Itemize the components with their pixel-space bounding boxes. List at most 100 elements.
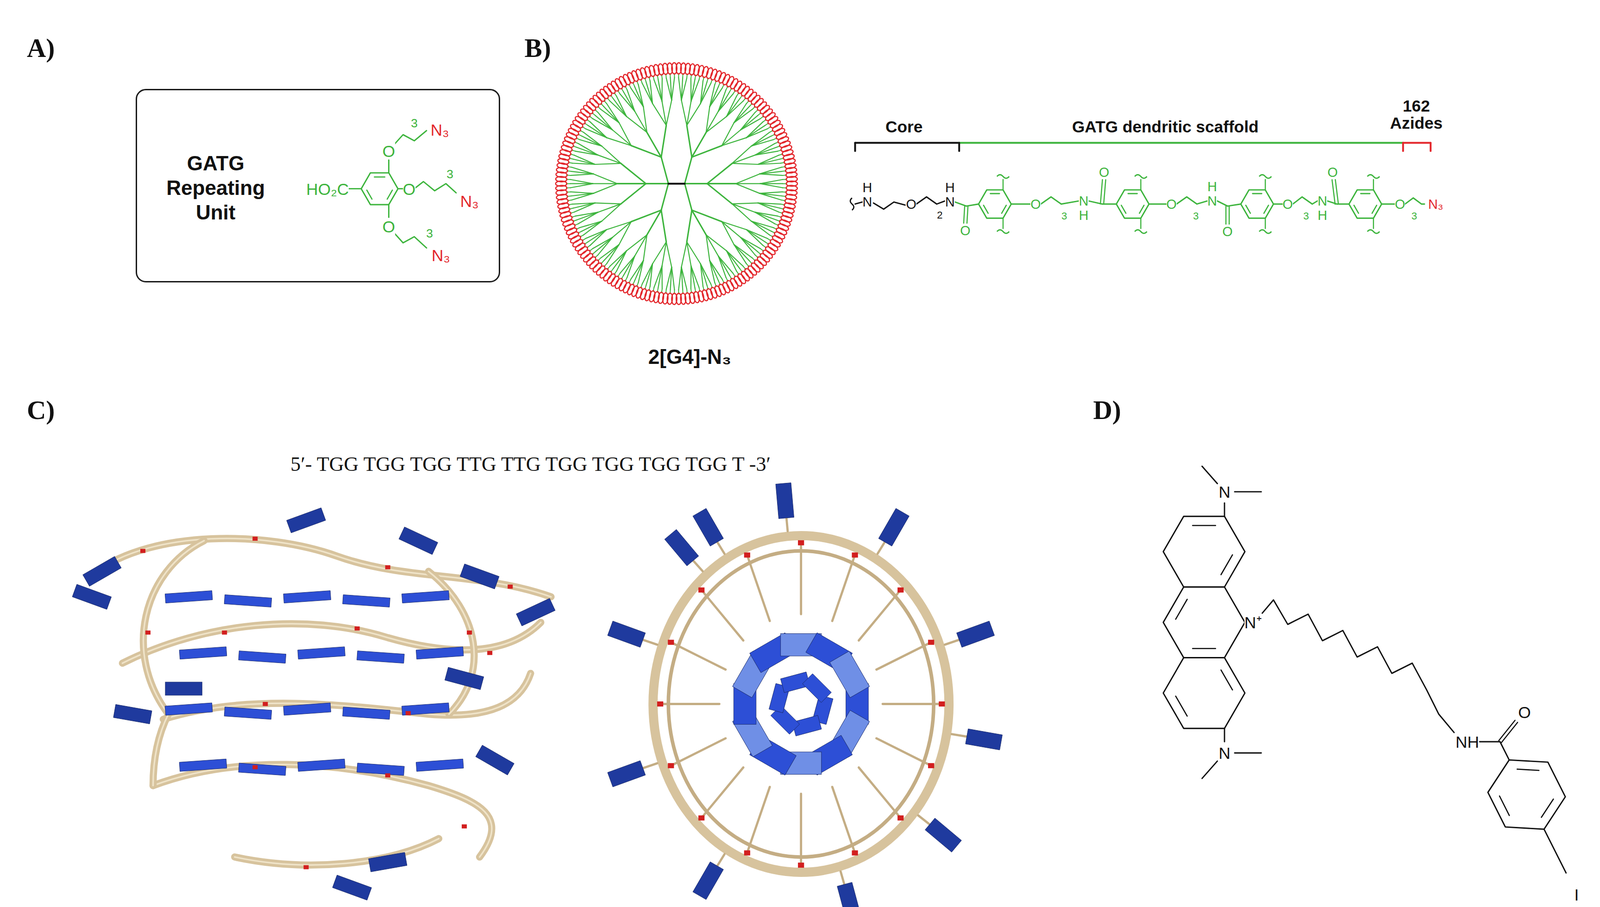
chain-bond (916, 196, 946, 204)
dendron-branch (740, 237, 755, 256)
guanine-plate (357, 763, 405, 776)
azide-loop (634, 286, 644, 300)
dendron-branch (740, 118, 761, 130)
backbone-ribbon (153, 764, 492, 858)
dendron-branch (721, 137, 747, 146)
phosphate-mark (698, 587, 705, 593)
dendron-branch (609, 250, 627, 267)
panel-letter: C) (26, 396, 55, 425)
azide-loop (559, 210, 572, 220)
double-bond (1372, 205, 1377, 214)
dendron-branch (653, 266, 662, 288)
dendron-branch (570, 174, 594, 176)
phosphate-mark (667, 640, 674, 646)
dendron-branch (613, 98, 627, 117)
azide-label: N₃ (430, 120, 450, 139)
atom-label: O (1282, 197, 1293, 212)
dendron-branch (593, 183, 618, 194)
carbonyl-bond (1100, 179, 1103, 205)
carbonyl-bond (1103, 179, 1106, 205)
dendron-branch (583, 221, 602, 236)
loop-base (925, 818, 962, 853)
backbone-ribbon (652, 535, 949, 873)
azide-loop (626, 71, 636, 85)
dendron-branch (652, 242, 667, 264)
dendron-branch (609, 100, 627, 117)
loop-base (165, 682, 202, 696)
dendron-branch (732, 202, 759, 204)
phosphate-mark (897, 587, 904, 593)
dendron-branch (755, 151, 778, 156)
atom-label: O (382, 218, 396, 236)
azide-loop (643, 65, 652, 78)
sugar-stick (832, 787, 855, 854)
phosphate-mark (797, 540, 804, 546)
phosphate-mark (657, 701, 664, 707)
dendron-branch (690, 79, 695, 102)
dendron-branch (746, 121, 763, 138)
benzene-ring (1163, 516, 1245, 588)
bond-line (1223, 728, 1226, 742)
dendron-branch (620, 94, 635, 112)
dendron-branch (571, 167, 594, 174)
repeat-unit-box: GATG Repeating Unit (135, 88, 501, 283)
benzene-ring (1163, 658, 1245, 729)
atom-label: H (862, 180, 873, 195)
phosphate-mark (698, 815, 705, 821)
dendron-branch (666, 267, 672, 290)
dendron-branch (740, 112, 755, 131)
azide-loop (725, 279, 735, 293)
azide-loop (556, 162, 569, 170)
dendron-branch (706, 234, 727, 251)
azide-loop (643, 289, 652, 302)
dendron-branch (666, 100, 672, 126)
dendron-branch (746, 229, 763, 246)
guanine-plate (283, 702, 331, 716)
dendron-branch (690, 266, 695, 289)
sugar-stick (876, 738, 932, 766)
dendron-branch (666, 242, 672, 268)
azide-loop (709, 286, 719, 300)
azide-loop (621, 73, 632, 87)
loop-base (445, 667, 484, 690)
atom-label: O (1222, 224, 1233, 239)
azide-bracket (1403, 142, 1431, 145)
double-bond (1001, 205, 1007, 214)
chain-bond (1176, 196, 1208, 204)
bond-line (1223, 502, 1226, 517)
sequence-text: 5′- TGG TGG TGG TTG TTG TGG TGG TGG TGG … (290, 453, 771, 475)
dendron-branch (686, 125, 692, 158)
dendron-branch (634, 234, 647, 257)
atom-label: H (1079, 208, 1089, 223)
dendron-branch (755, 212, 775, 224)
dendron-branch (570, 179, 593, 184)
azide-loop (567, 230, 580, 241)
dendron-branch (690, 266, 699, 288)
benzene-ring (1240, 189, 1274, 219)
atom-label: N (1079, 194, 1089, 208)
loop-base (607, 760, 646, 788)
phosphate-mark (851, 552, 858, 558)
azide-loop (562, 139, 575, 149)
atom-label: O (1327, 165, 1338, 180)
attachment-bond (1264, 218, 1266, 229)
dendron-branch (612, 129, 632, 146)
bond-line (1336, 203, 1350, 205)
dendron-branch (755, 147, 777, 156)
backbone-ribbon (96, 538, 552, 597)
attachment-bond (1002, 179, 1004, 190)
azide-loop (696, 64, 705, 77)
azide-label: N₃ (460, 192, 479, 210)
azide-loop (639, 288, 648, 301)
attachment-squiggle (1134, 174, 1147, 179)
dendron-branch (732, 163, 759, 165)
phosphate-mark (466, 630, 472, 635)
carbonyl-bond (1498, 720, 1515, 741)
dendron-branch (670, 77, 672, 101)
guanine-plate (415, 646, 464, 660)
bond-line (1227, 204, 1242, 207)
azide-loop (705, 67, 714, 80)
attachment-squiggle (1134, 229, 1147, 234)
dendron-branch (631, 145, 662, 157)
